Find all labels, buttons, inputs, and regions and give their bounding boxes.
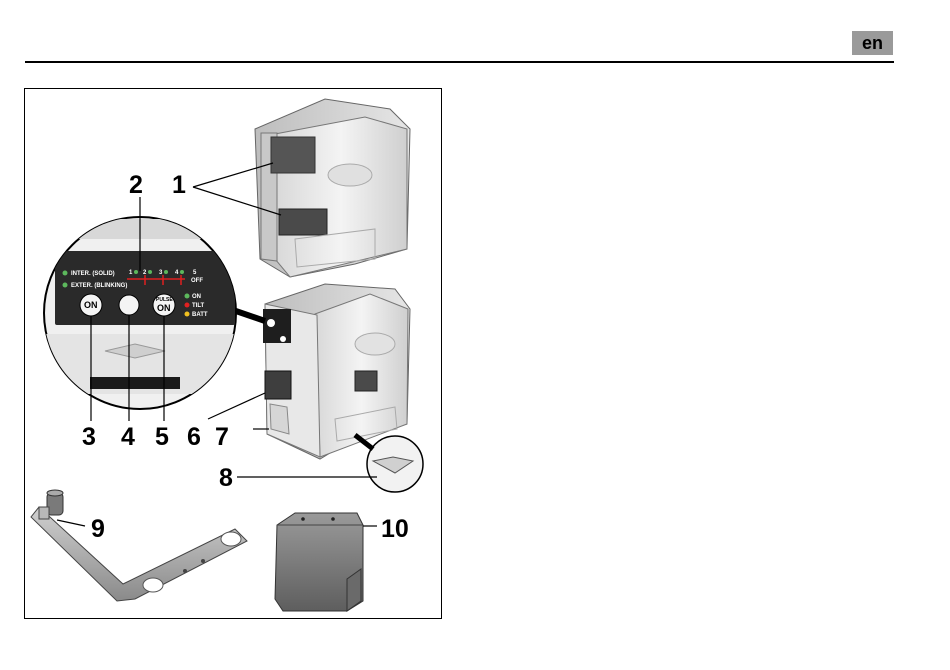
exter-led-icon [63, 283, 68, 288]
callout-7: 7 [215, 423, 229, 451]
wall-bracket [31, 490, 247, 601]
mode-2-led [148, 270, 152, 274]
on-button-label: ON [84, 300, 98, 310]
callout-3: 3 [82, 423, 96, 451]
status-on: ON [192, 294, 201, 300]
callout-6: 6 [187, 423, 201, 451]
callout-1: 1 [172, 171, 186, 199]
callout-5: 5 [155, 423, 169, 451]
laser-device-side [263, 284, 410, 459]
status-on-led [185, 294, 190, 299]
callout-2: 2 [129, 171, 143, 199]
status-tilt: TILT [192, 303, 205, 309]
pulse-on-label: ON [157, 303, 171, 313]
status-batt: BATT [192, 312, 208, 318]
status-tilt-led [185, 303, 190, 308]
mode-1-led [134, 270, 138, 274]
callout-10: 10 [381, 515, 409, 543]
mount-zoom [355, 435, 423, 492]
callout-4: 4 [121, 423, 135, 451]
product-figure: INTER. (SOLID) EXTER. (BLINKING) 1 2 3 4… [24, 88, 442, 619]
off-label: OFF [191, 278, 203, 284]
receiver-button-4[interactable] [119, 295, 139, 315]
inter-label: INTER. (SOLID) [71, 271, 115, 277]
language-badge: en [852, 31, 893, 55]
status-batt-led [185, 312, 190, 317]
mode-3-led [164, 270, 168, 274]
carrying-pouch [275, 513, 363, 611]
mode-4-led [180, 270, 184, 274]
callout-9: 9 [91, 515, 105, 543]
exter-label: EXTER. (BLINKING) [71, 283, 127, 289]
header-rule [25, 61, 894, 63]
callout-8: 8 [219, 464, 233, 492]
laser-device-top [255, 99, 410, 277]
inter-led-icon [63, 271, 68, 276]
